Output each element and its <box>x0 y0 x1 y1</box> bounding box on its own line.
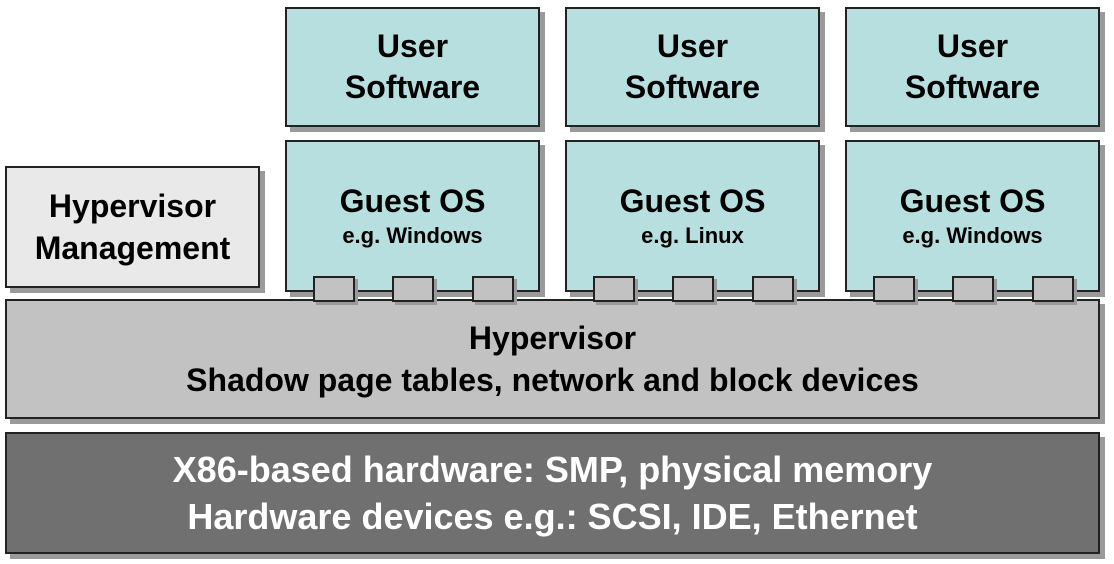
hardware-line1: X86-based hardware: SMP, physical memory <box>172 449 933 490</box>
hardware-line2: Hardware devices e.g.: SCSI, IDE, Ethern… <box>187 496 918 537</box>
guest-os-title: Guest OS <box>619 183 766 219</box>
guest-os-subtitle: e.g. Windows <box>342 223 483 248</box>
hardware-box: X86-based hardware: SMP, physical memory… <box>5 432 1100 554</box>
device-port <box>1032 276 1074 302</box>
guest-os-title: Guest OS <box>899 183 1046 219</box>
device-port <box>472 276 514 302</box>
hypervisor-description: Shadow page tables, network and block de… <box>186 362 919 398</box>
user-software-line2: Software <box>344 69 481 105</box>
user-software-box-1: User Software <box>285 7 540 127</box>
guest-os-box-2: Guest OS e.g. Linux <box>565 140 820 292</box>
user-software-line1: User <box>936 28 1009 64</box>
hypervisor-management-box: Hypervisor Management <box>5 166 260 288</box>
device-port <box>672 276 714 302</box>
guest-os-subtitle: e.g. Windows <box>902 223 1043 248</box>
management-line1: Hypervisor <box>48 188 217 224</box>
device-port <box>313 276 355 302</box>
guest-os-title: Guest OS <box>339 183 486 219</box>
user-software-box-2: User Software <box>565 7 820 127</box>
guest-os-box-3: Guest OS e.g. Windows <box>845 140 1100 292</box>
guest-os-subtitle: e.g. Linux <box>641 223 744 248</box>
management-line2: Management <box>34 230 231 266</box>
user-software-line1: User <box>376 28 449 64</box>
user-software-line2: Software <box>624 69 761 105</box>
device-port <box>392 276 434 302</box>
guest-os-box-1: Guest OS e.g. Windows <box>285 140 540 292</box>
user-software-box-3: User Software <box>845 7 1100 127</box>
user-software-line1: User <box>656 28 729 64</box>
device-port <box>752 276 794 302</box>
device-port <box>593 276 635 302</box>
user-software-line2: Software <box>904 69 1041 105</box>
hypervisor-box: Hypervisor Shadow page tables, network a… <box>5 299 1100 419</box>
hypervisor-title: Hypervisor <box>468 320 637 356</box>
device-port <box>952 276 994 302</box>
device-port <box>873 276 915 302</box>
